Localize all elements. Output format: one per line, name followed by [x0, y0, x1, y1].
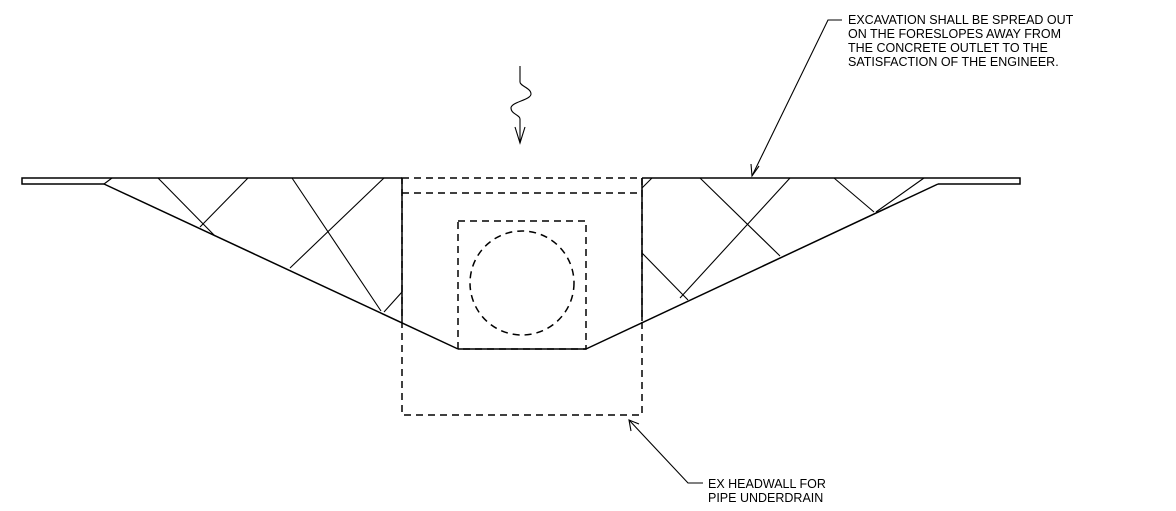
ground-surface [21, 177, 1021, 185]
flow-arrow-head [514, 126, 526, 145]
excavation-note: EXCAVATION SHALL BE SPREAD OUT ON THE FO… [848, 11, 1077, 69]
flow-arrow-shaft [510, 66, 532, 143]
hatch-line [833, 177, 875, 213]
left-shoulder-slab [21, 177, 104, 185]
hatch-line [291, 177, 382, 312]
hatch-line [103, 177, 113, 185]
hatch-line [289, 177, 385, 269]
hatch-line [199, 177, 249, 228]
leader-arrowhead [628, 419, 640, 432]
headwall-note: EX HEADWALL FOR PIPE UNDERDRAIN [708, 475, 830, 505]
hatch-line [157, 177, 216, 237]
left-foreslope-outline [103, 183, 459, 350]
left-foreslope-excavation [103, 177, 459, 350]
right-shoulder-slab [938, 177, 1021, 185]
flow-direction-arrow-icon [510, 66, 532, 145]
hatch-line [699, 177, 781, 257]
right-foreslope-excavation [585, 177, 939, 350]
hatch-line [641, 177, 653, 189]
note-line: ON THE FORESLOPES AWAY FROM [848, 27, 1061, 41]
headwall-outline [401, 177, 643, 416]
existing-headwall [401, 177, 643, 416]
hatch-line [383, 291, 403, 313]
leader-line [751, 19, 842, 177]
right-foreslope-outline [585, 183, 939, 350]
note-line: SATISFACTION OF THE ENGINEER. [848, 55, 1059, 69]
note-line: PIPE UNDERDRAIN [708, 491, 823, 505]
note-line: THE CONCRETE OUTLET TO THE [848, 41, 1048, 55]
note-line: EXCAVATION SHALL BE SPREAD OUT [848, 13, 1074, 27]
leader-arrowhead [750, 163, 760, 178]
pipe-underdrain-circle [469, 230, 575, 336]
excavation-note-leader [750, 19, 842, 178]
leader-line [628, 419, 703, 484]
headwall-note-leader [628, 419, 703, 484]
hatch-line [679, 177, 791, 299]
pipe-opening-box [457, 220, 587, 350]
note-line: EX HEADWALL FOR [708, 477, 826, 491]
hatch-line [875, 177, 925, 213]
hatch-line [641, 252, 689, 301]
